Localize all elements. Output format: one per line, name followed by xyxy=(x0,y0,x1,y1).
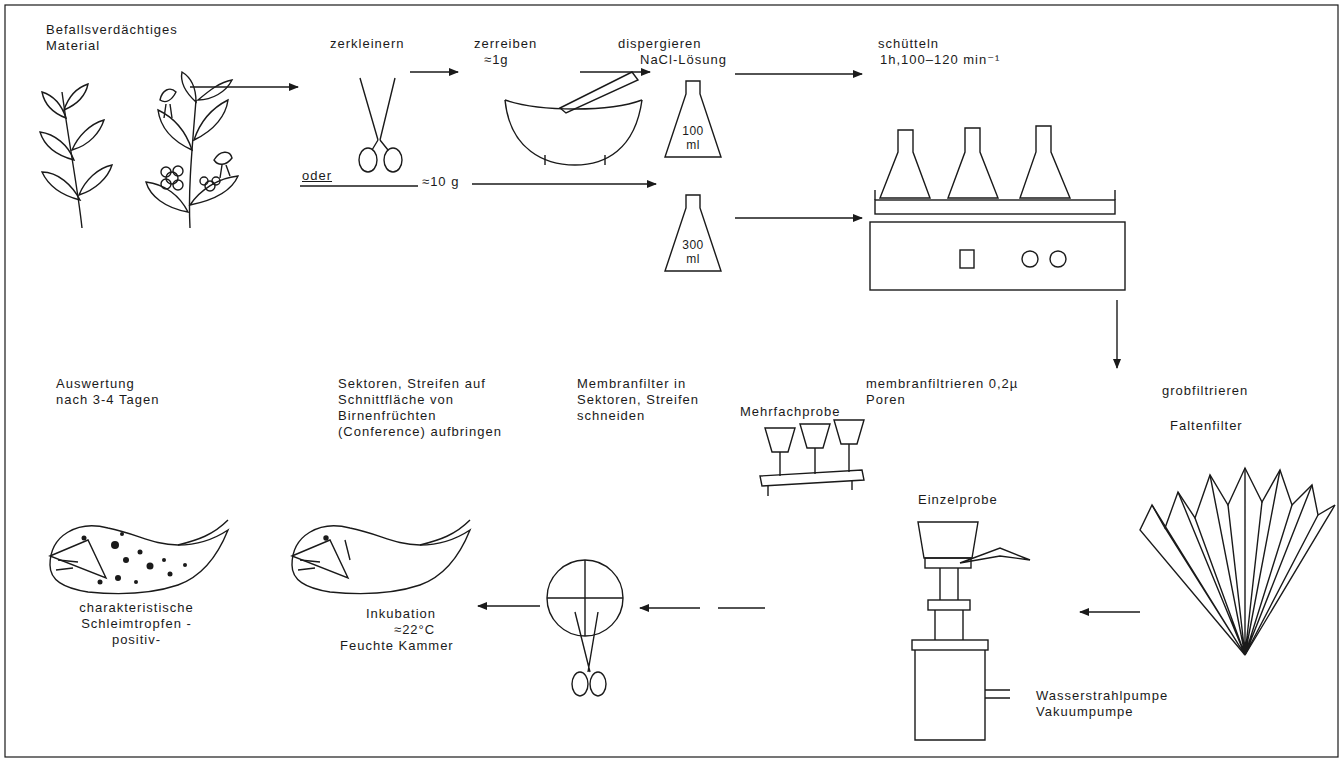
step-label: Faltenfilter xyxy=(1170,418,1243,434)
flask-volume: 300 ml xyxy=(678,238,708,266)
step-label: zerkleinern xyxy=(330,36,405,52)
step-label: ≈1g xyxy=(484,52,509,68)
step-label: membranfiltrieren 0,2µ Poren xyxy=(866,376,1036,408)
step-label: Einzelprobe xyxy=(918,492,998,508)
flask-volume: 100 ml xyxy=(678,124,708,152)
step-label: dispergieren xyxy=(618,36,702,52)
step-label: ≈22°C xyxy=(394,622,435,638)
step-label: Membranfilter in Sektoren, Streifen schn… xyxy=(577,376,727,424)
step-label: Befallsverdächtiges Material xyxy=(46,22,216,54)
step-label: Feuchte Kammer xyxy=(340,638,454,654)
step-label: zerreiben xyxy=(474,36,537,52)
step-label: Inkubation xyxy=(366,606,436,622)
flask: 100 ml xyxy=(664,80,722,158)
step-label: ≈10 g xyxy=(422,174,459,190)
step-label: grobfiltrieren xyxy=(1162,383,1248,399)
step-label: 1h,100–120 min⁻¹ xyxy=(880,52,1000,68)
step-label: Auswertung nach 3-4 Tagen xyxy=(56,376,166,408)
step-label: NaCl-Lösung xyxy=(640,52,727,68)
step-label: Sektoren, Streifen auf Schnittfläche von… xyxy=(338,376,513,440)
step-label: schütteln xyxy=(878,36,939,52)
flask: 300 ml xyxy=(664,194,722,272)
step-label: Wasserstrahlpumpe Vakuumpumpe xyxy=(1036,688,1206,720)
step-label: charakteristische Schleimtropfen -positi… xyxy=(64,600,209,648)
step-label: Mehrfachprobe xyxy=(740,404,840,420)
step-label: oder xyxy=(302,168,332,184)
